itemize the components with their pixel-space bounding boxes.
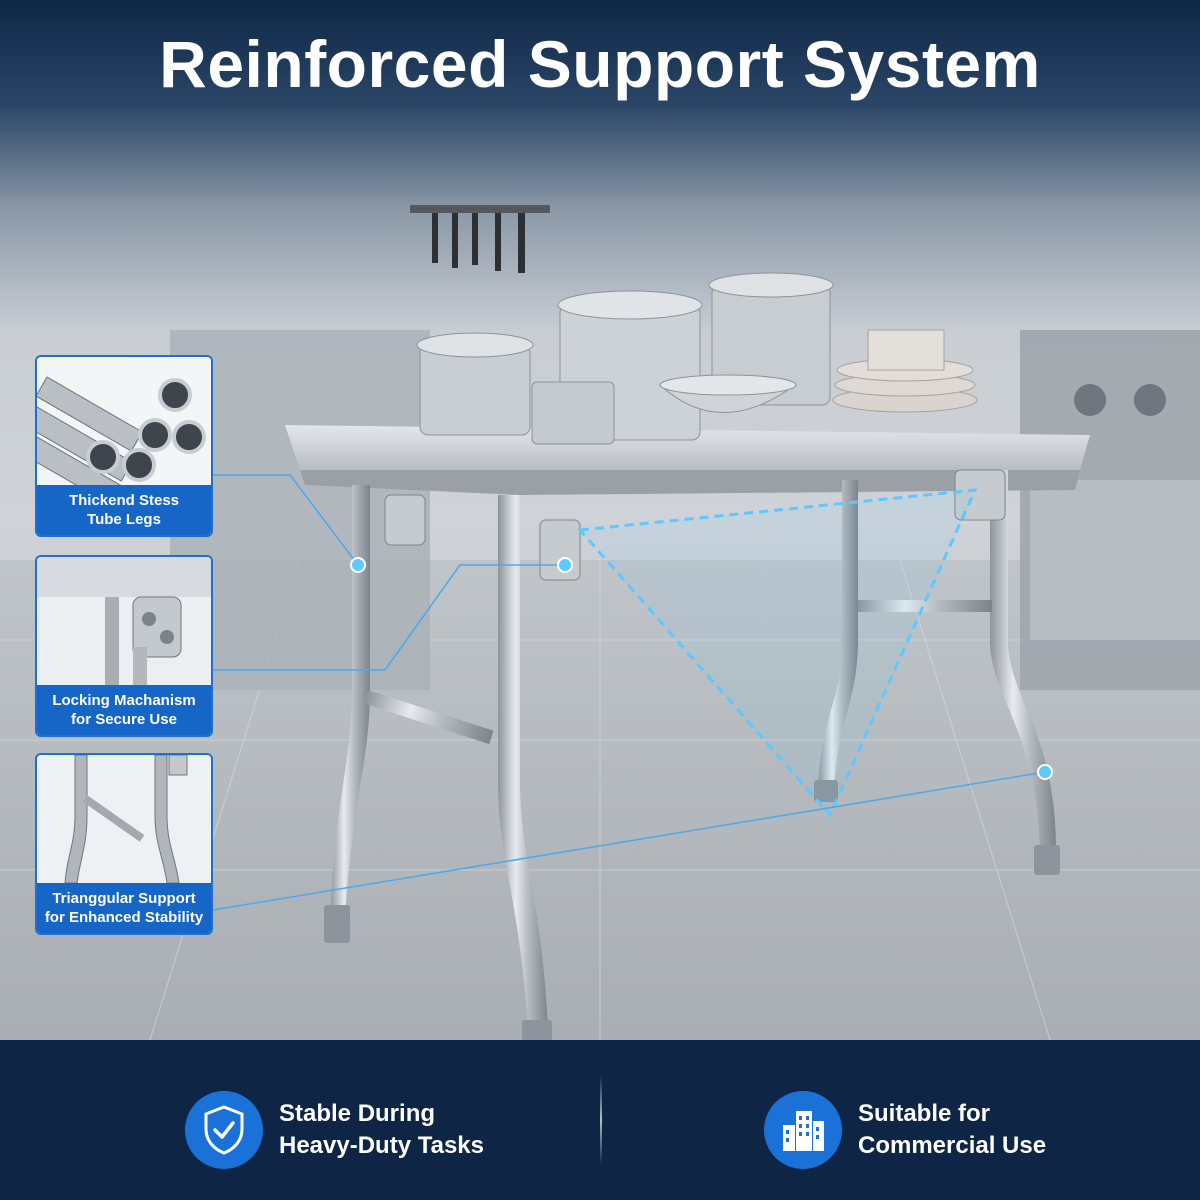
callout-caption-line: Locking Machanism bbox=[52, 692, 196, 709]
callout-caption-line: for Enhanced Stability bbox=[44, 909, 204, 926]
feature-label: Suitable for Commercial Use bbox=[858, 1098, 1046, 1162]
feature-stable: Stable During Heavy-Duty Tasks bbox=[185, 1090, 484, 1170]
feature-label-line: Commercial Use bbox=[858, 1132, 1047, 1159]
callout-caption-line: Trianggular Support bbox=[52, 890, 196, 907]
buildings-icon bbox=[764, 1091, 842, 1169]
feature-label-line: Suitable for bbox=[858, 1100, 991, 1127]
callout-caption: Thickend Stess Tube Legs bbox=[37, 485, 211, 535]
feature-commercial: Suitable for Commercial Use bbox=[764, 1090, 1046, 1170]
steel-tubes-icon bbox=[37, 357, 211, 507]
callout-tube-legs: Thickend Stess Tube Legs bbox=[35, 355, 213, 537]
callout-triangular-support: Trianggular Support for Enhanced Stabili… bbox=[35, 753, 213, 935]
callout-caption-line: Tube Legs bbox=[87, 511, 161, 528]
feature-label: Stable During Heavy-Duty Tasks bbox=[279, 1098, 484, 1162]
callout-locking-mechanism: Locking Machanism for Secure Use bbox=[35, 555, 213, 737]
page-title: Reinforced Support System bbox=[159, 27, 1041, 101]
triangular-brace-icon bbox=[37, 755, 211, 884]
shield-check-icon bbox=[185, 1091, 263, 1169]
locking-hinge-icon bbox=[37, 557, 211, 685]
callout-caption: Locking Machanism for Secure Use bbox=[37, 685, 211, 735]
product-scene bbox=[0, 0, 1200, 1040]
feature-divider bbox=[600, 1075, 602, 1165]
feature-label-line: Stable During bbox=[279, 1100, 436, 1127]
feature-label-line: Heavy-Duty Tasks bbox=[279, 1132, 484, 1159]
callout-caption: Trianggular Support for Enhanced Stabili… bbox=[37, 883, 211, 933]
callout-caption-line: Thickend Stess bbox=[68, 492, 180, 509]
callout-caption-line: for Secure Use bbox=[71, 711, 177, 728]
